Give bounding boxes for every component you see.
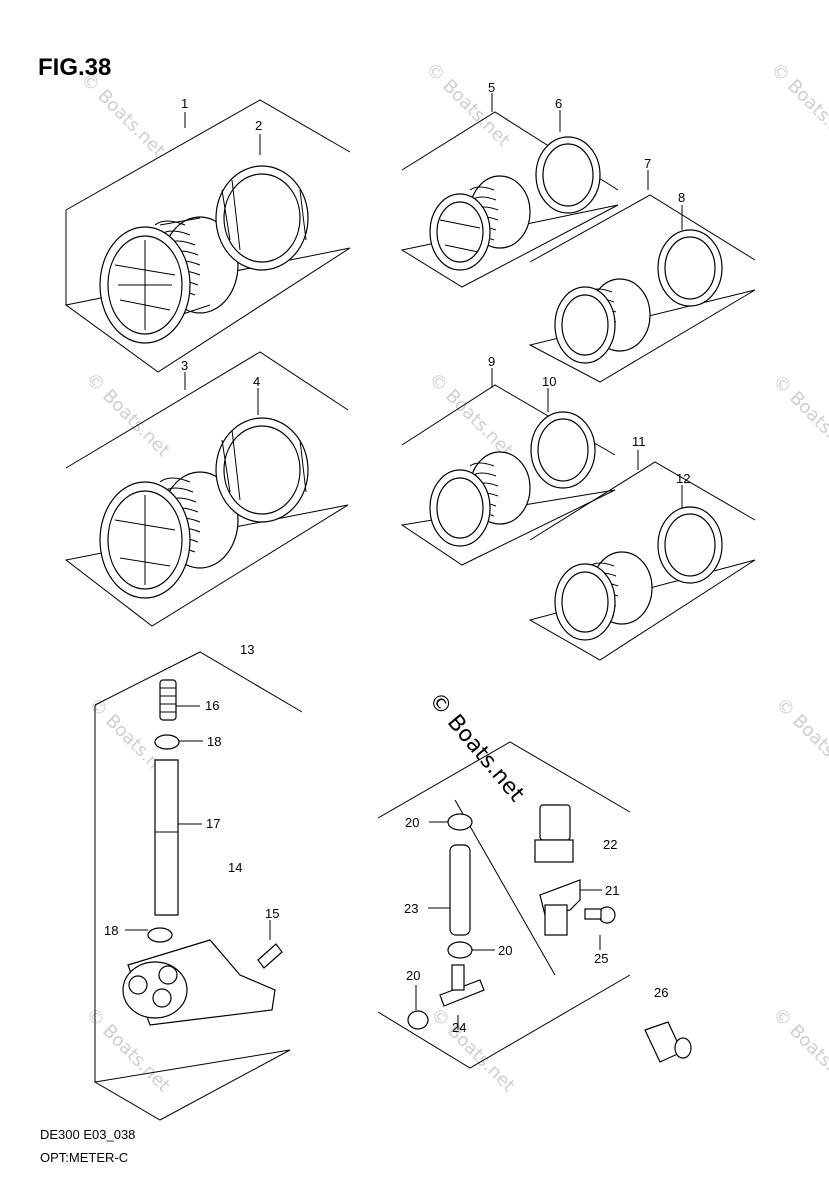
meter-gauge-small-9 — [429, 451, 531, 547]
clip-18-top — [154, 734, 180, 750]
leader-lines — [125, 93, 683, 1030]
callout-1: 1 — [181, 96, 188, 111]
fitting-14 — [122, 939, 276, 1026]
clip-20-bottom — [407, 1010, 429, 1030]
assembly-box-5 — [400, 111, 619, 288]
footer-code: DE300 E03_038 — [40, 1127, 136, 1142]
clip-20-top — [447, 813, 473, 831]
meter-gauge-large-3 — [99, 471, 239, 599]
watermark-faint: © Boats.net — [424, 369, 516, 461]
watermark-faint: © Boats.net — [768, 371, 829, 463]
meter-ring-8 — [657, 229, 723, 307]
callout-3: 3 — [181, 358, 188, 373]
pipe-24 — [439, 964, 485, 1007]
bolt-25 — [584, 906, 616, 924]
hose-23 — [449, 844, 471, 936]
clip-18-bottom — [147, 927, 173, 943]
callout-11: 11 — [632, 434, 646, 449]
callout-25: 25 — [594, 951, 608, 966]
meter-gauge-large-1 — [99, 216, 239, 344]
box-outline — [377, 741, 631, 1069]
callout-22: 22 — [603, 837, 617, 852]
box-outline — [93, 651, 303, 1121]
callout-4: 4 — [253, 374, 260, 389]
callout-7: 7 — [644, 156, 651, 171]
watermark-faint: © Boats.net — [766, 59, 829, 151]
callout-24: 24 — [452, 1020, 466, 1035]
callout-9: 9 — [488, 354, 495, 369]
meter-ring-10 — [530, 411, 596, 489]
callout-21: 21 — [605, 883, 619, 898]
assembly-box-13 — [93, 651, 303, 1121]
callout-5: 5 — [488, 80, 495, 95]
assembly-box-3 — [64, 351, 349, 627]
meter-ring-12 — [657, 506, 723, 584]
callout-20: 20 — [405, 815, 419, 830]
meter-gauge-small-7 — [554, 278, 651, 364]
meter-ring-4 — [215, 417, 309, 523]
nipple-16 — [159, 679, 177, 721]
watermark-main: © Boats.net — [423, 688, 529, 807]
callout-20b: 20 — [498, 943, 512, 958]
watermark-faint: © Boats.net — [76, 69, 168, 161]
callout-17: 17 — [206, 816, 220, 831]
watermark-faint: © Boats.net — [768, 1004, 829, 1096]
watermark-faint: © Boats.net — [771, 694, 829, 786]
callout-18b: 18 — [104, 923, 118, 938]
figure-title: FIG.38 — [38, 54, 112, 81]
callout-2: 2 — [255, 118, 262, 133]
callout-16: 16 — [205, 698, 219, 713]
callout-labels: 1 2 3 4 5 6 7 8 9 10 11 12 13 14 15 16 1… — [104, 80, 690, 1035]
assembly-box-9 — [400, 384, 616, 566]
clip-20-mid — [447, 941, 473, 959]
screw-15 — [257, 943, 283, 969]
assembly-box-7 — [528, 194, 756, 383]
callout-6: 6 — [555, 96, 562, 111]
assembly-box-11 — [528, 461, 756, 661]
watermark-faint: © Boats.net — [81, 369, 173, 461]
callout-13: 13 — [240, 642, 254, 657]
callout-23: 23 — [404, 901, 418, 916]
callout-12: 12 — [676, 471, 690, 486]
box-outline — [528, 194, 756, 383]
callout-15: 15 — [265, 906, 279, 921]
callout-14: 14 — [228, 860, 242, 875]
hose-17 — [154, 759, 179, 916]
meter-gauge-small-5 — [429, 175, 531, 271]
assembly-box-1 — [64, 99, 351, 373]
footer-name: OPT:METER-C — [40, 1150, 129, 1165]
callout-26: 26 — [654, 985, 668, 1000]
sensor-22 — [534, 804, 574, 863]
watermark-faint: © Boats.net — [421, 59, 513, 151]
assembly-box-sensor — [377, 741, 631, 1069]
callout-10: 10 — [542, 374, 556, 389]
meter-gauge-small-11 — [554, 551, 653, 641]
meter-ring-6 — [535, 136, 601, 214]
plug-26 — [644, 1021, 692, 1063]
callout-20c: 20 — [406, 968, 420, 983]
callout-8: 8 — [678, 190, 685, 205]
meter-ring-2 — [215, 165, 309, 271]
callout-18: 18 — [207, 734, 221, 749]
bracket-21 — [539, 879, 581, 936]
